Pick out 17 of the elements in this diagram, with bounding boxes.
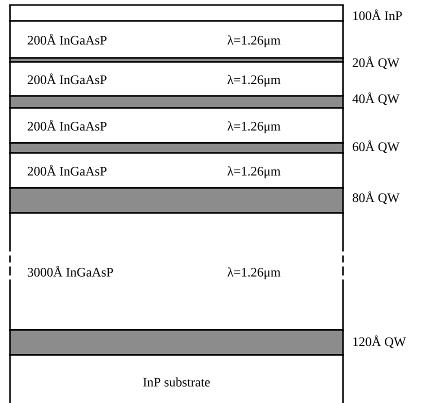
layer-label: 120Å QW: [353, 335, 406, 348]
wavelength-text: λ=1.26μm: [228, 267, 280, 280]
layer-text: InP substrate: [143, 377, 210, 387]
wavelength-text: λ=1.26μm: [228, 74, 280, 87]
layer-label: 60Å QW: [352, 140, 400, 154]
layer-label: 40Å QW: [352, 92, 400, 106]
layer-text: 200Å InGaAsP: [28, 34, 106, 45]
layer-label: 100Å InP: [353, 9, 402, 20]
layer-text: 200Å InGaAsP: [28, 164, 106, 176]
wavelength-text: λ=1.26μm: [228, 35, 280, 48]
layer-text: 200Å InGaAsP: [28, 120, 106, 131]
layer-label: 20Å QW: [352, 56, 400, 70]
wavelength-text: λ=1.26μm: [228, 166, 280, 178]
layer-text: 200Å InGaAsP: [28, 73, 106, 84]
layer-text: 3000Å InGaAsP: [28, 266, 113, 277]
layer-label: 80Å QW: [352, 191, 400, 204]
wavelength-text: λ=1.26μm: [228, 121, 280, 134]
